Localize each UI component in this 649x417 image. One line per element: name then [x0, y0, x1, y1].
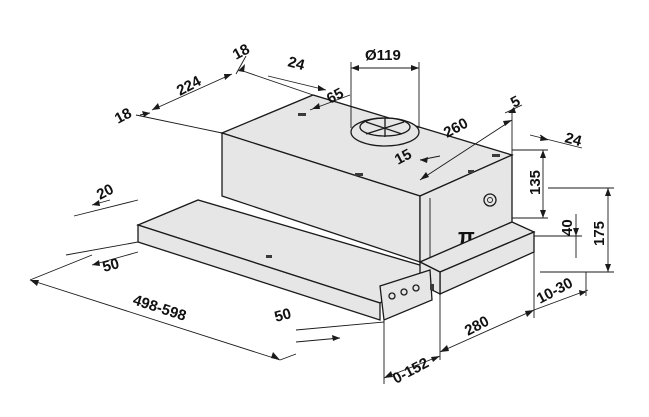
dim-duct-offset-depth: 65	[324, 85, 347, 108]
dim-top-width-left: 224	[174, 72, 205, 99]
top-slot-1	[298, 113, 306, 116]
dim-top-offset: 24	[286, 53, 307, 74]
dim-extension-range: 0-152	[390, 355, 432, 388]
dim-front-offset: 20	[94, 181, 117, 204]
dimension-lines	[29, 55, 614, 384]
dim-top-depth: 18	[230, 41, 253, 64]
tray-front	[137, 224, 381, 321]
fixing-hole	[483, 193, 497, 207]
dim-right-small: 5	[508, 93, 523, 112]
control-button-2	[400, 288, 408, 296]
dim-total-height: 175	[591, 221, 608, 246]
top-slot-2	[355, 173, 363, 176]
dim-front-depth-bottom: 50	[273, 305, 294, 326]
dim-right-offset: 24	[563, 129, 584, 150]
top-slot-3	[492, 154, 500, 157]
bottom-frame	[136, 199, 536, 321]
dim-body-height: 135	[527, 170, 544, 195]
dim-depth-front: 50	[101, 255, 122, 276]
fixing-hole-inner	[487, 197, 493, 203]
duct-collar	[350, 117, 420, 147]
control-button-1	[388, 292, 396, 300]
dim-visor-height: 40	[559, 219, 576, 236]
top-slot-4	[468, 170, 474, 173]
dim-depth-bottom: 280	[462, 313, 492, 340]
tray-mark	[430, 284, 434, 290]
tray-handle	[266, 255, 272, 258]
dim-left-edge: 18	[112, 105, 135, 128]
dim-side-offset: 15	[392, 146, 415, 169]
dim-width-range: 498-598	[131, 292, 189, 325]
dim-duct-diameter: Ø119	[365, 47, 401, 64]
control-button-3	[412, 284, 420, 292]
